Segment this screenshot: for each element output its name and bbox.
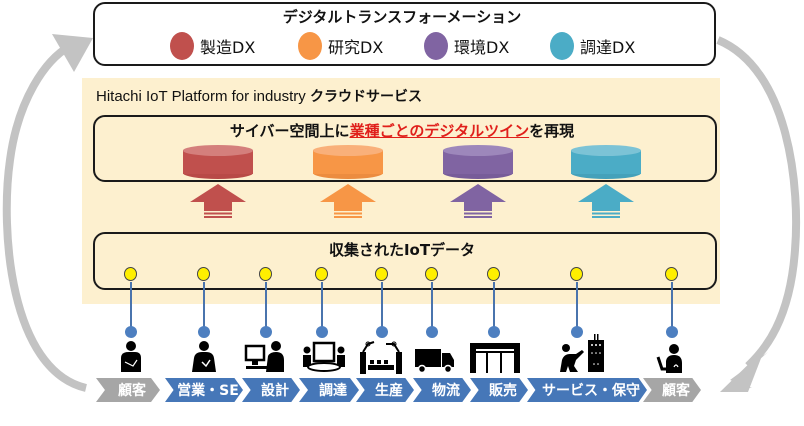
- store-icon: [470, 343, 520, 373]
- connector-dot: [198, 326, 210, 338]
- up-arrow-icon: [578, 184, 634, 218]
- process-step-label: 物流: [432, 383, 460, 399]
- legend-item-research: 研究DX: [298, 32, 383, 60]
- legend-label: 調達DX: [580, 38, 636, 57]
- database-cylinder-icon: [443, 145, 513, 179]
- iot-data-point: [259, 267, 272, 281]
- up-arrow-icon: [190, 184, 246, 218]
- process-step-label: サービス・保守: [542, 383, 640, 399]
- process-step-label: 生産: [375, 383, 403, 399]
- sales-person-icon: [192, 341, 216, 372]
- dx-box: [93, 2, 716, 66]
- connector-line: [576, 282, 578, 332]
- connector-dot: [376, 326, 388, 338]
- process-step-label: 販売: [489, 383, 517, 399]
- connector-dot: [260, 326, 272, 338]
- designer-computer-icon: [244, 341, 284, 372]
- database-cylinder-icon: [571, 145, 641, 179]
- up-arrow-head-icon: [52, 34, 93, 72]
- connector-line: [671, 282, 673, 332]
- connector-line: [203, 282, 205, 332]
- connector-dot: [125, 326, 137, 338]
- process-step-logistics[interactable]: 物流: [413, 378, 471, 402]
- digital-twin-highlight: 業種ごとのデジタルツイン: [349, 122, 530, 140]
- dx-title: デジタルトランスフォーメーション: [282, 8, 522, 26]
- up-arrow-icon: [450, 184, 506, 218]
- iot-data-point: [487, 267, 500, 281]
- iot-data-point: [570, 267, 583, 281]
- process-step-design[interactable]: 設計: [242, 378, 300, 402]
- iot-data-point: [197, 267, 210, 281]
- orange-dot-icon: [298, 32, 322, 60]
- legend-label: 製造DX: [200, 38, 256, 57]
- connector-line: [321, 282, 323, 332]
- purple-dot-icon: [424, 32, 448, 60]
- database-cylinder-icon: [313, 145, 383, 179]
- connector-line: [431, 282, 433, 332]
- connector-dot: [316, 326, 328, 338]
- platform-title-jp: クラウドサービス: [309, 89, 422, 105]
- down-arrow-head-icon: [720, 348, 765, 392]
- connector-line: [381, 282, 383, 332]
- iot-data-point: [124, 267, 137, 281]
- meeting-table-icon: [303, 341, 345, 372]
- process-step-production[interactable]: 生産: [356, 378, 414, 402]
- dx-legend: 製造DX 研究DX 環境DX 調達DX: [0, 32, 804, 60]
- platform-title: Hitachi IoT Platform for industry クラウドサー…: [96, 86, 422, 106]
- robot-production-line-icon: [360, 341, 402, 374]
- iot-data-title: 収集されたIoTデータ: [328, 241, 476, 259]
- connector-dot: [488, 326, 500, 338]
- connector-line: [265, 282, 267, 332]
- maintenance-worker-icon: [560, 334, 604, 372]
- database-cylinder-icon: [183, 145, 253, 179]
- digital-twin-title: サイバー空間上に業種ごとのデジタルツインを再現: [0, 120, 804, 141]
- process-step-sales[interactable]: 販売: [470, 378, 528, 402]
- legend-item-environment: 環境DX: [424, 32, 509, 60]
- process-step-label: 顧客: [662, 383, 690, 399]
- connector-line: [493, 282, 495, 332]
- red-dot-icon: [170, 32, 194, 60]
- legend-label: 環境DX: [454, 38, 510, 57]
- process-step-label: 調達: [319, 383, 347, 399]
- customer-icon: [121, 341, 141, 372]
- up-arrow-icon: [320, 184, 376, 218]
- process-step-sales-se[interactable]: 営業・SE: [165, 378, 243, 402]
- process-step-customer[interactable]: 顧客: [643, 378, 701, 402]
- iot-data-point: [665, 267, 678, 281]
- process-step-service-maintenance[interactable]: サービス・保守: [527, 378, 647, 402]
- digital-twin-prefix: サイバー空間上に: [229, 122, 350, 140]
- platform-title-en: Hitachi IoT Platform for industry: [96, 88, 310, 105]
- legend-item-manufacturing: 製造DX: [170, 32, 255, 60]
- process-step-label: 顧客: [118, 383, 146, 399]
- legend-item-procurement: 調達DX: [550, 32, 635, 60]
- connector-dot: [666, 326, 678, 338]
- digital-twin-box: [93, 115, 717, 182]
- legend-label: 研究DX: [328, 38, 384, 57]
- digital-twin-suffix: を再現: [529, 122, 575, 140]
- iot-data-point: [375, 267, 388, 281]
- cyan-dot-icon: [550, 32, 574, 60]
- process-step-procurement[interactable]: 調達: [299, 378, 359, 402]
- iot-data-point: [425, 267, 438, 281]
- process-step-label: 営業・SE: [177, 383, 239, 399]
- truck-icon: [415, 349, 454, 374]
- iot-data-point: [315, 267, 328, 281]
- process-step-label: 設計: [261, 383, 289, 399]
- process-step-customer[interactable]: 顧客: [96, 378, 160, 402]
- connector-line: [130, 282, 132, 332]
- connector-dot: [426, 326, 438, 338]
- customer-icon: [656, 344, 682, 373]
- connector-dot: [571, 326, 583, 338]
- iot-data-box: [93, 232, 717, 290]
